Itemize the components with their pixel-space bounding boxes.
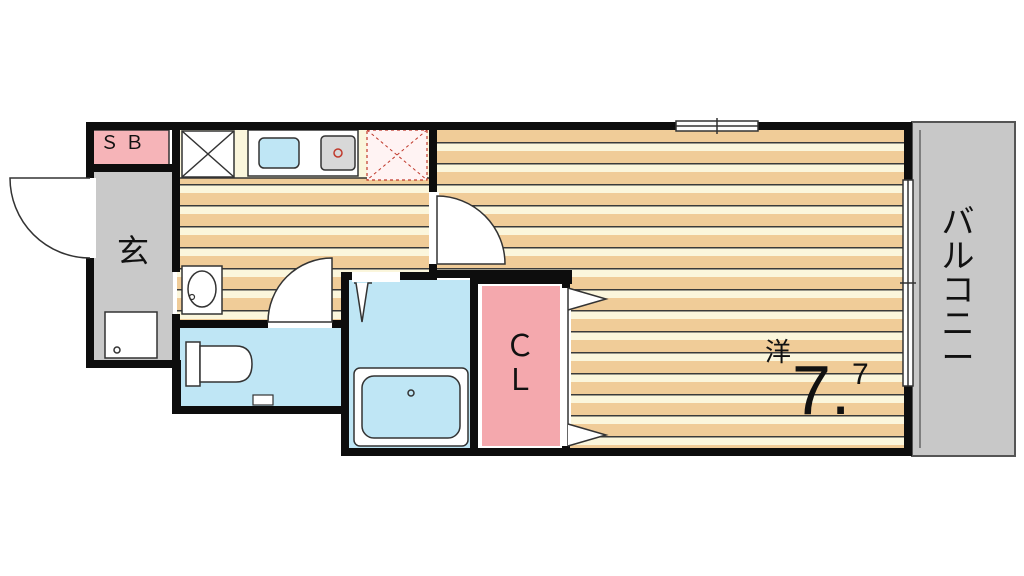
western-room-floor xyxy=(433,128,908,273)
bathtub-inner xyxy=(361,375,461,439)
balcony-label: バルコニー xyxy=(941,202,975,377)
room-size-value: 7. xyxy=(792,351,851,429)
washer-cross-b xyxy=(366,129,428,181)
shoe-box-label: ＳＢ xyxy=(100,132,151,154)
fridge-cross-b xyxy=(181,130,235,178)
floor-drain-icon xyxy=(113,346,121,354)
bath-door xyxy=(352,272,400,323)
room-size-fraction: 7 xyxy=(852,358,869,391)
stove-icon xyxy=(320,135,356,171)
western-room-floor-lower xyxy=(568,273,908,453)
sink-icon xyxy=(258,137,300,169)
paper-holder-icon xyxy=(252,394,274,406)
bathtub-drain-icon xyxy=(407,389,415,397)
closet-area xyxy=(482,286,560,446)
western-room-label: 洋 xyxy=(765,338,792,368)
closet-doors xyxy=(561,287,609,447)
basin-drain-icon xyxy=(188,293,196,301)
toilet-tank-icon xyxy=(185,341,201,387)
entrance-label: 玄 xyxy=(117,232,150,270)
closet-label: ＣＬ xyxy=(505,329,535,398)
toilet-bowl-icon xyxy=(199,345,253,383)
entrance-door xyxy=(9,177,96,259)
toilet-door xyxy=(267,257,333,328)
room-door xyxy=(429,192,506,265)
basin-icon xyxy=(187,270,217,308)
washer-cross-a xyxy=(366,129,428,181)
balcony-area xyxy=(911,121,1016,457)
stove-burner-icon xyxy=(333,148,343,158)
entrance-step xyxy=(104,311,158,359)
